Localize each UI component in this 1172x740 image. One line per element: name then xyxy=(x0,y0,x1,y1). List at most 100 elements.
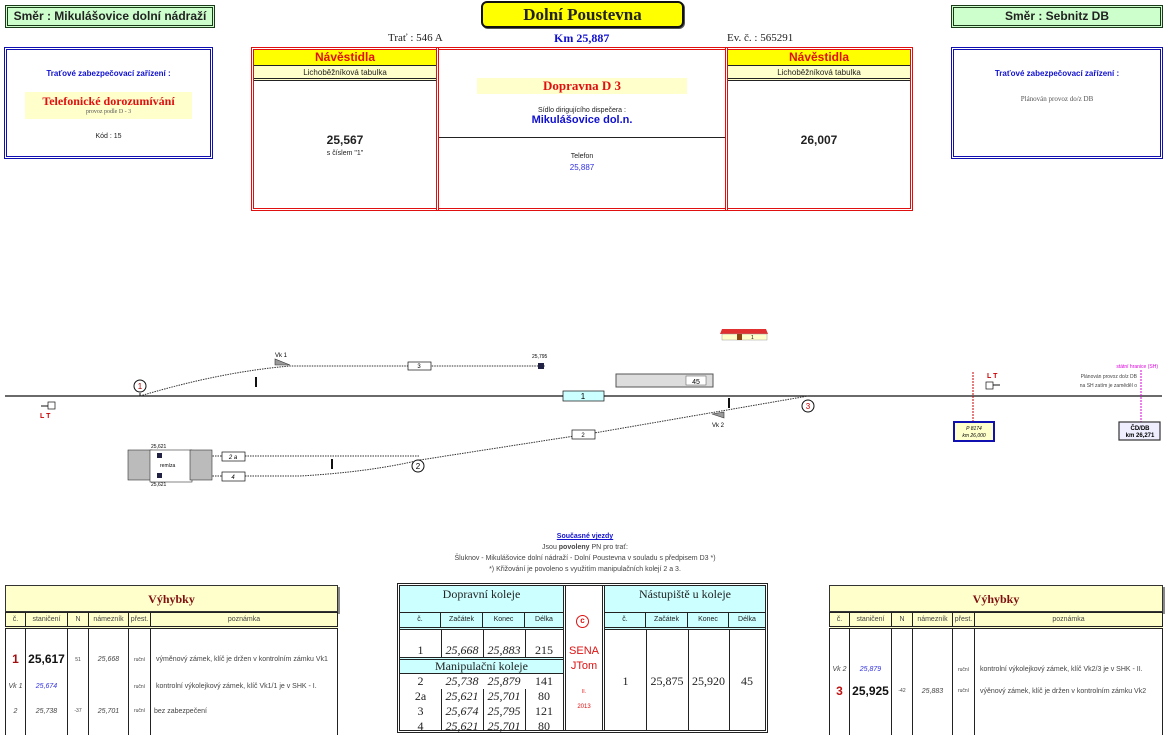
start: 25,875 xyxy=(650,674,684,688)
track-number: 2 xyxy=(417,674,424,688)
col-header: č. xyxy=(605,613,646,627)
lt-label-left: L T xyxy=(40,413,51,420)
col-header: N xyxy=(67,612,89,629)
signals-left: Návěstidla Lichoběžníková tabulka 25,567… xyxy=(251,47,439,211)
col-header: přest. xyxy=(952,612,975,629)
col-header: staničení xyxy=(849,612,892,629)
end: 25,883 xyxy=(487,643,521,657)
km-label: 25,795 xyxy=(532,354,548,360)
signals-sub: Lichoběžníková tabulka xyxy=(254,66,436,81)
phone-label: Telefon xyxy=(570,153,594,160)
signal-km: 25,567 xyxy=(326,133,364,147)
track-4-label: 4 xyxy=(231,475,235,481)
track-number: 4 xyxy=(417,719,424,733)
km-box-label: km 26,000 xyxy=(962,433,986,439)
operation: ruční xyxy=(128,701,151,735)
border-box-label: ČD/DB xyxy=(1131,425,1151,432)
tracks-table: Dopravní koleje Nástupiště u koleje c SE… xyxy=(397,583,768,733)
planned-text: Plánován provoz do/z DB xyxy=(1020,95,1094,103)
station-info: Dopravna D 3 Sídlo dirigujícího dispečer… xyxy=(436,47,728,211)
col-header: Konec xyxy=(483,613,525,627)
svg-text:3: 3 xyxy=(806,402,811,411)
km-label: 25,621 xyxy=(151,444,167,450)
fouling-mark xyxy=(255,377,257,387)
end: 25,879 xyxy=(487,674,521,688)
col-header: Délka xyxy=(738,616,756,623)
switches-title: Výhybky xyxy=(5,585,338,612)
switch-3: 3 xyxy=(801,399,815,413)
switch-1: 1 xyxy=(133,379,147,396)
operation: ruční xyxy=(128,671,151,702)
col-header: námezník xyxy=(88,612,129,629)
safety-system-left: Traťové zabezpečovací zařízení : Telefon… xyxy=(4,47,213,159)
track-number: 3 xyxy=(417,704,424,718)
switch-number: 3 xyxy=(829,678,850,735)
transport-tracks-title: Dopravní koleje xyxy=(400,586,563,613)
end: 25,701 xyxy=(487,719,521,733)
length: 215 xyxy=(535,643,553,657)
entry-notes: Současné vjezdy Jsou povoleny PN pro tra… xyxy=(380,531,790,575)
dispatcher: Mikulášovice dol.n. xyxy=(531,114,633,126)
col-header: poznámka xyxy=(974,612,1163,629)
track-diagram: 1 2 3 Vk 1 Vk 2 3 1 2 2 a 4 25,795 45 1 … xyxy=(5,329,1162,488)
km-position: Km 25,887 xyxy=(554,31,610,45)
line-number: Trať : 546 A xyxy=(388,32,443,44)
notes-text: *) Křižování je povoleno s využitím mani… xyxy=(489,566,681,573)
safety-system: Telefonické dorozumívání xyxy=(42,94,175,108)
notes-text: Jsou xyxy=(542,544,559,551)
start: 25,621 xyxy=(445,719,479,733)
year: 2013 xyxy=(577,704,591,710)
chainage: 25,879 xyxy=(849,627,892,679)
col-header: Délka xyxy=(535,616,553,623)
col-header: Konec xyxy=(688,613,729,627)
switch-2: 2 xyxy=(411,459,425,473)
lt-label-right: L T xyxy=(987,373,998,380)
col-header: č. xyxy=(400,613,441,627)
station-building-icon: 1 xyxy=(720,329,768,341)
depot-label: remíza xyxy=(160,463,176,469)
col-header: námezník xyxy=(912,612,953,629)
vk1-label: Vk 1 xyxy=(275,353,288,359)
signal-km: 26,007 xyxy=(800,133,838,147)
derailer-vk1-icon xyxy=(274,358,291,366)
col-header: Začátek xyxy=(646,613,688,627)
switch-number: Vk 1 xyxy=(5,671,26,702)
notes-text: PN pro trať: xyxy=(589,544,628,551)
col-header: přest. xyxy=(128,612,151,629)
vk2-label: Vk 2 xyxy=(712,423,725,429)
shunting-tracks-title: Manipulační koleje xyxy=(400,657,563,674)
switch-number: Vk 2 xyxy=(829,627,850,679)
clearance-point: 25,883 xyxy=(912,678,953,735)
track-number: 1 xyxy=(622,674,629,688)
track-number: 2a xyxy=(414,689,427,703)
note: kontrolní výkolejkový zámek, klíč Vk2/3 … xyxy=(974,627,1163,679)
fouling-mark xyxy=(728,398,730,408)
length: 80 xyxy=(538,689,550,703)
n: -37 xyxy=(67,701,89,735)
clearance-point: 25,701 xyxy=(88,701,129,735)
start: 25,674 xyxy=(445,704,479,718)
track-4 xyxy=(160,459,421,477)
evidence-number: Ev. č. : 565291 xyxy=(727,32,794,44)
chainage: 25,674 xyxy=(25,671,68,702)
derailer-vk2-icon xyxy=(711,411,725,419)
switch-number: 2 xyxy=(5,701,26,735)
author: JTom xyxy=(570,660,598,672)
switch-number: 1 xyxy=(5,627,26,672)
month: II. xyxy=(581,689,587,695)
safety-heading: Traťové zabezpečovací zařízení : xyxy=(994,69,1120,78)
platform-title: Nástupiště u koleje xyxy=(605,586,765,613)
n: 51 xyxy=(67,627,89,672)
km-label: 25,621 xyxy=(151,482,167,488)
km-box xyxy=(953,421,995,442)
col-header: staničení xyxy=(25,612,68,629)
track-2 xyxy=(419,395,809,461)
